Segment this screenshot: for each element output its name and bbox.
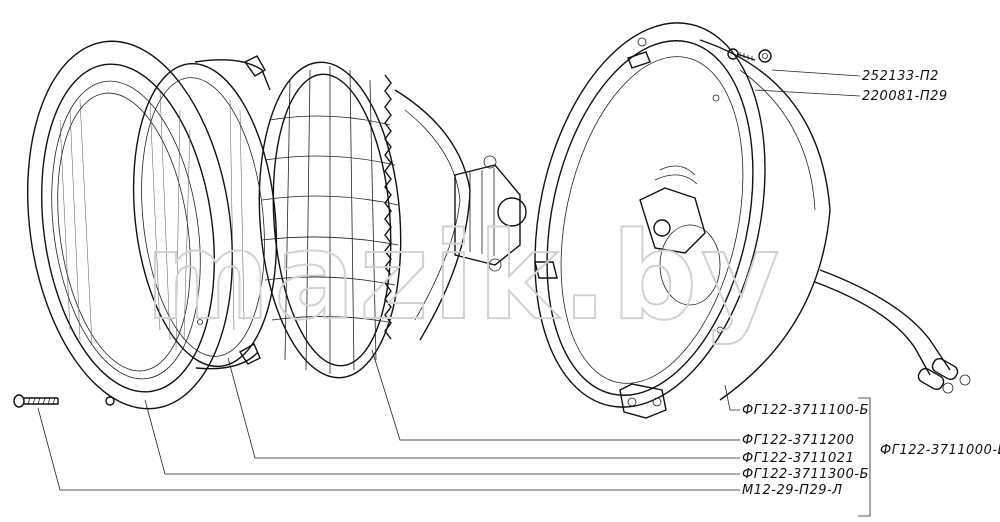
label-assembly: ФГ122-3711000-И — [880, 443, 1000, 458]
washer — [758, 49, 772, 63]
label-housing: ФГ122-3711100-Б — [742, 403, 869, 418]
inner-rim — [132, 55, 278, 370]
label-screw-right: 220081-П29 — [862, 89, 948, 104]
bolt-m12 — [13, 394, 59, 408]
label-rim-inner: ФГ122-3711021 — [742, 451, 854, 466]
headlight-housing — [534, 22, 971, 419]
leader-lines — [37, 69, 871, 517]
label-optical-unit: ФГ122-3711200 — [742, 433, 854, 448]
label-bolt-m12: М12-29-П29-Л — [742, 483, 842, 498]
label-washer: 252133-П2 — [862, 69, 939, 84]
outer-rim — [26, 40, 234, 410]
screw-right — [727, 48, 756, 61]
label-rim-outer: ФГ122-3711300-Б — [742, 467, 869, 482]
optical-unit — [258, 61, 527, 379]
watermark-text: mazik.by — [145, 208, 784, 347]
